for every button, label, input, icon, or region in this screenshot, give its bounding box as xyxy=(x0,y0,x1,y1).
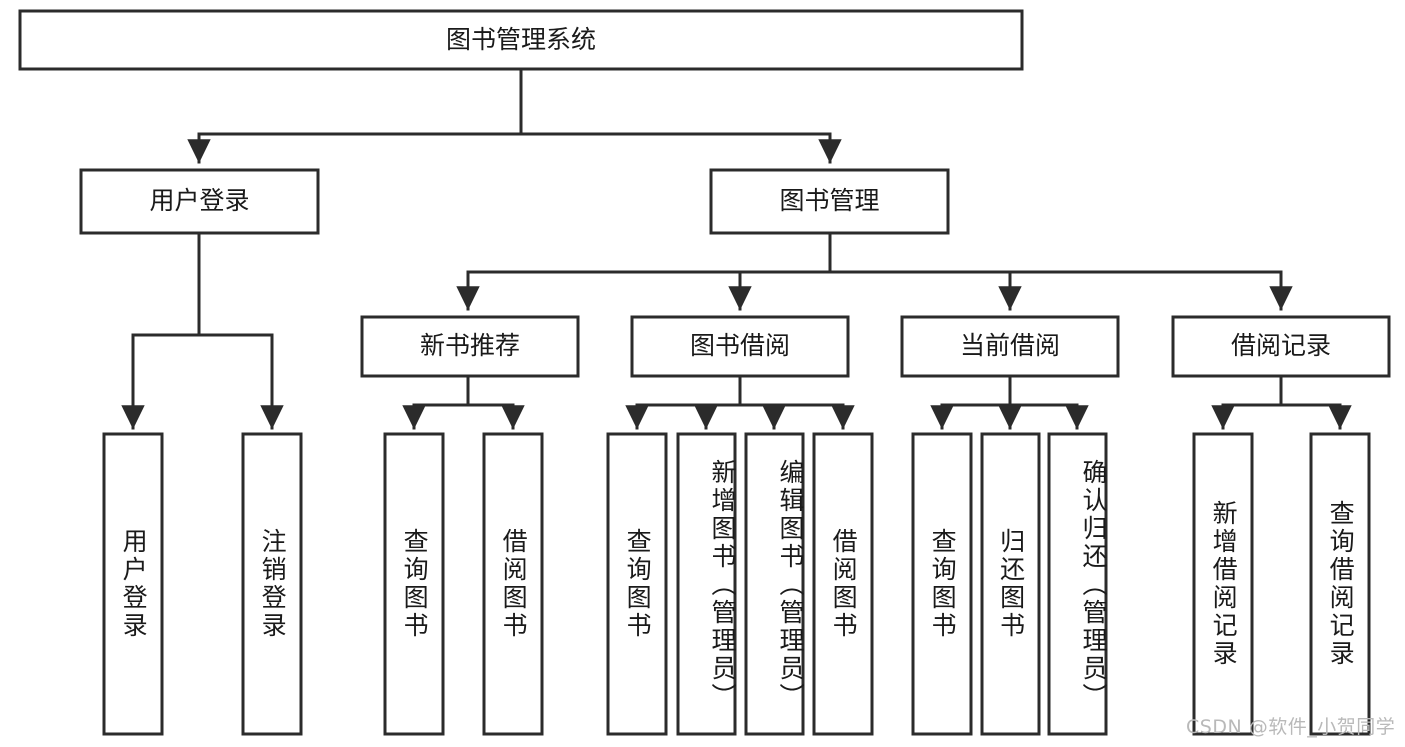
node-borrow-record-label: 借阅记录 xyxy=(1231,331,1331,360)
node-current-borrow[interactable]: 当前借阅 xyxy=(900,315,1120,378)
leaf-box-book-borrow-3[interactable] xyxy=(744,432,805,736)
leaf-box-book-borrow-1[interactable] xyxy=(606,432,668,736)
leaf-box-current-borrow-3[interactable] xyxy=(1047,432,1108,736)
leaf-box-current-borrow-1[interactable] xyxy=(911,432,973,736)
node-book-borrow-box[interactable] xyxy=(630,315,850,378)
leaf-box-new-book-2[interactable] xyxy=(482,432,544,736)
node-new-book-recommend-box[interactable] xyxy=(360,315,580,378)
leaf-box-user-login-1[interactable] xyxy=(102,432,164,736)
node-user-login[interactable]: 用户登录 xyxy=(79,168,320,235)
node-borrow-record[interactable]: 借阅记录 xyxy=(1171,315,1391,378)
node-user-login-label: 用户登录 xyxy=(149,186,249,215)
leaf-box-current-borrow-2[interactable] xyxy=(980,432,1041,736)
leaf-box-book-borrow-4[interactable] xyxy=(812,432,874,736)
node-root-label: 图书管理系统 xyxy=(446,25,596,54)
node-book-manage-label: 图书管理 xyxy=(779,186,879,215)
edge-group xyxy=(121,67,1352,430)
node-book-borrow-label: 图书借阅 xyxy=(690,331,790,360)
leaf-box-user-login-2[interactable] xyxy=(241,432,303,736)
node-root-box[interactable] xyxy=(18,9,1024,71)
leaf-box-borrow-record-2[interactable] xyxy=(1309,432,1371,736)
leaf-box-new-book-1[interactable] xyxy=(383,432,445,736)
node-book-borrow[interactable]: 图书借阅 xyxy=(630,315,850,378)
node-user-login-box[interactable] xyxy=(79,168,320,235)
node-current-borrow-box[interactable] xyxy=(900,315,1120,378)
node-root[interactable]: 图书管理系统 xyxy=(18,9,1024,71)
watermark-text: CSDN @软件_小贺同学 xyxy=(1186,716,1396,738)
node-new-book-recommend[interactable]: 新书推荐 xyxy=(360,315,580,378)
node-new-book-recommend-label: 新书推荐 xyxy=(420,331,520,360)
node-book-manage[interactable]: 图书管理 xyxy=(709,168,950,235)
node-borrow-record-box[interactable] xyxy=(1171,315,1391,378)
leaf-box-book-borrow-2[interactable] xyxy=(676,432,737,736)
leaf-box-borrow-record-1[interactable] xyxy=(1192,432,1254,736)
node-book-manage-box[interactable] xyxy=(709,168,950,235)
node-current-borrow-label: 当前借阅 xyxy=(960,331,1060,360)
